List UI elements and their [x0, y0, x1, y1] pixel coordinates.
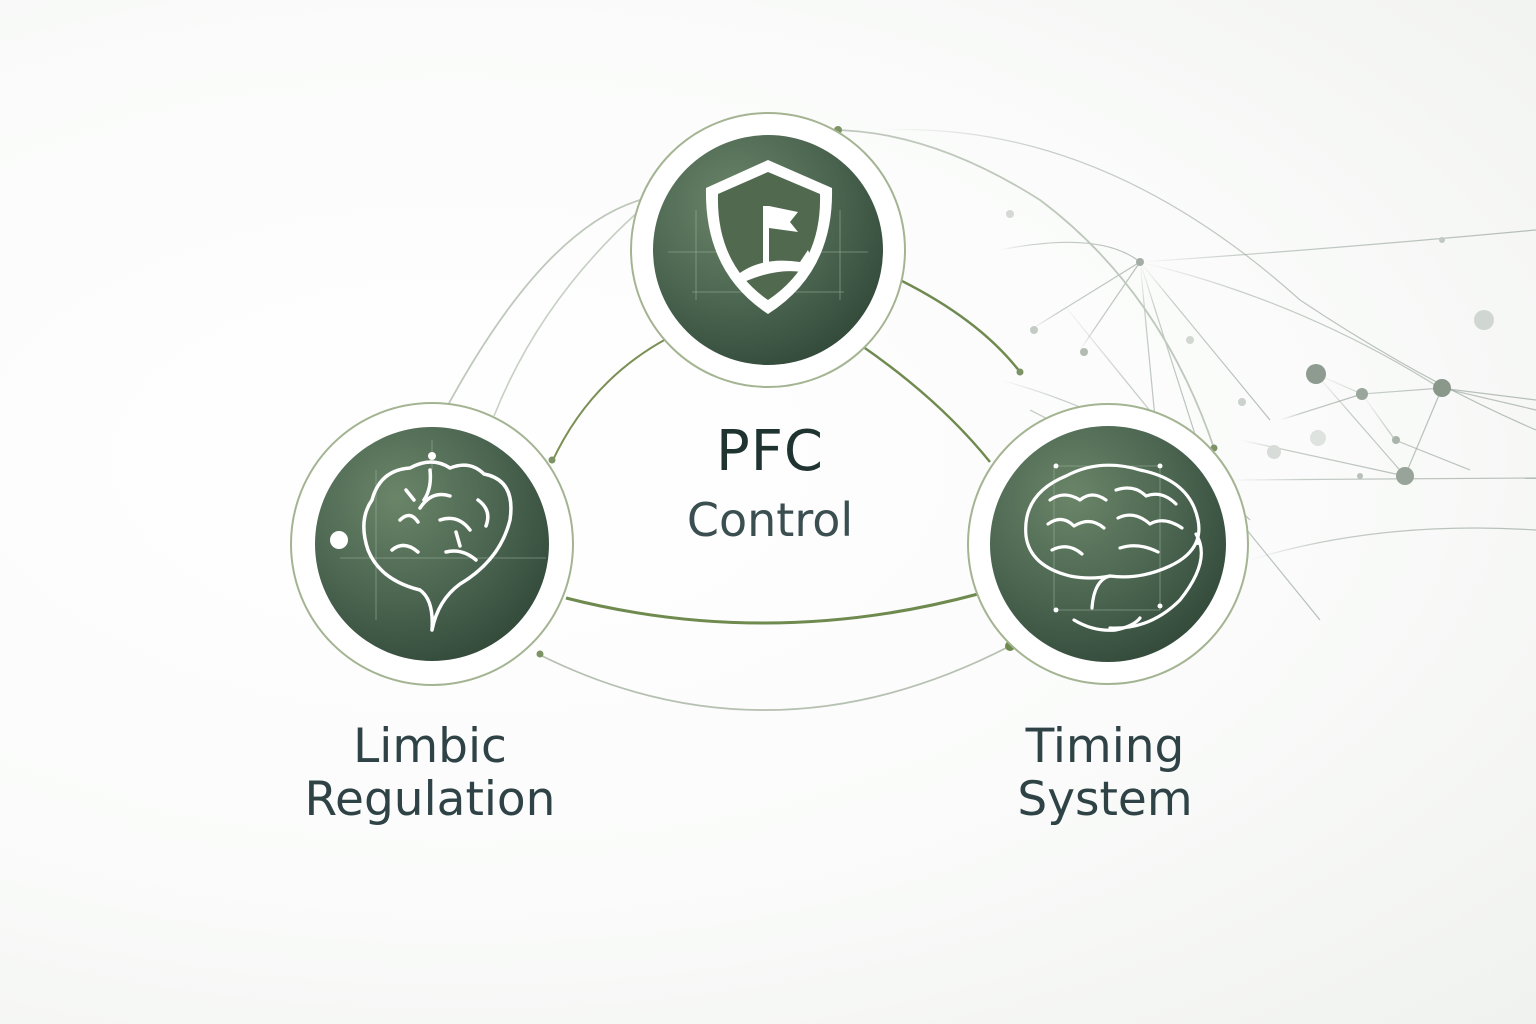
- limbic-node-marker: [330, 531, 348, 549]
- background-network-dots: [1006, 210, 1494, 485]
- timing-label-line1: Timing: [1025, 719, 1185, 774]
- pfc-label-line1: PFC: [715, 419, 825, 484]
- brain-icon: [1024, 463, 1203, 632]
- timing-label: Timing System: [930, 720, 1280, 826]
- pfc-node[interactable]: [630, 112, 906, 388]
- shield-flag-icon: [705, 160, 833, 314]
- arc-pfc-timing-inner: [861, 345, 991, 463]
- limbic-label-line2: Regulation: [304, 772, 556, 828]
- pfc-label-line2: Control: [686, 493, 854, 548]
- timing-label-line2: System: [1017, 772, 1193, 828]
- arc-bottom-outer: [537, 645, 1011, 711]
- limbic-label-line1: Limbic: [353, 719, 507, 774]
- arc-pfc-limbic-outer: [493, 209, 641, 417]
- limbic-brain-icon: [362, 460, 513, 632]
- pfc-label: PFC Control: [600, 420, 940, 547]
- arc-bottom-inner: [565, 592, 979, 625]
- arc-pfc-timing: [899, 278, 1021, 373]
- arc-pfc-limbic: [551, 337, 669, 463]
- limbic-label: Limbic Regulation: [250, 720, 610, 826]
- timing-icon-dots: [1053, 463, 1201, 613]
- timing-node[interactable]: [967, 403, 1249, 685]
- limbic-node[interactable]: [290, 402, 574, 686]
